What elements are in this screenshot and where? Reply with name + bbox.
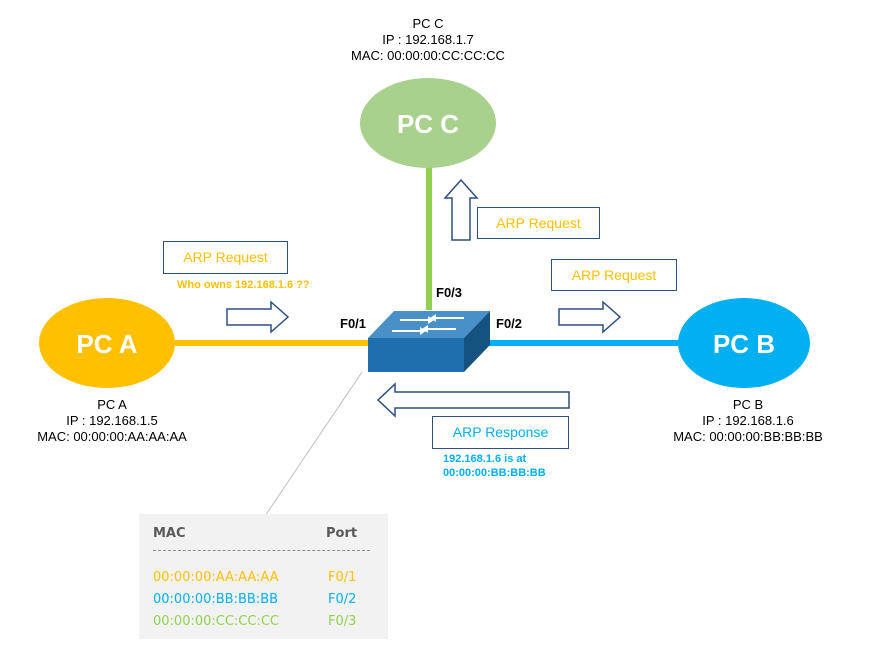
- pc-a-ip: IP : 192.168.1.5: [66, 413, 158, 428]
- pc-b-name: PC B: [732, 397, 764, 412]
- arp-request-box-b: ARP Request: [551, 259, 677, 291]
- port-label-f02: F0/2: [496, 316, 523, 331]
- arp-request-note: Who owns 192.168.1.6 ??: [177, 279, 310, 291]
- mac-table-cell-port: F0/1: [328, 570, 357, 585]
- pc-b-node[interactable]: [678, 298, 810, 388]
- pc-a-name: PC A: [97, 397, 127, 412]
- pc-a-mac: MAC: 00:00:00:AA:AA:AA: [37, 429, 187, 444]
- arp-response-note: 192.168.1.6 is at 00:00:00:BB:BB:BB: [443, 452, 546, 480]
- arp-request-box-a: ARP Request: [163, 241, 288, 274]
- mac-table-header-mac: MAC: [153, 526, 186, 541]
- pc-a-info: PC A IP : 192.168.1.5 MAC: 00:00:00:AA:A…: [12, 397, 212, 445]
- arp-response-note-line2: 00:00:00:BB:BB:BB: [443, 467, 546, 479]
- table-row: 00:00:00:BB:BB:BB F0/2: [139, 592, 388, 612]
- mac-table-cell-mac: 00:00:00:CC:CC:CC: [153, 614, 279, 629]
- table-row: 00:00:00:AA:AA:AA F0/1: [139, 570, 388, 590]
- arrow-request-a: [226, 300, 290, 334]
- mac-table-divider: [153, 550, 370, 551]
- mac-table-cell-mac: 00:00:00:BB:BB:BB: [153, 592, 279, 607]
- pc-b-ip: IP : 192.168.1.6: [702, 413, 794, 428]
- switch-icon[interactable]: [368, 311, 490, 372]
- mac-table-cell-port: F0/2: [328, 592, 357, 607]
- pc-b-node-label: PC B: [713, 329, 775, 359]
- port-label-f03: F0/3: [436, 285, 463, 300]
- pc-c-node[interactable]: [360, 78, 496, 168]
- mac-address-table: MAC Port 00:00:00:AA:AA:AA F0/1 00:00:00…: [139, 514, 388, 639]
- pc-c-info: PC C IP : 192.168.1.7 MAC: 00:00:00:CC:C…: [328, 16, 528, 64]
- mac-table-callout-line: [264, 371, 363, 517]
- pc-c-mac: MAC: 00:00:00:CC:CC:CC: [351, 48, 505, 63]
- pc-c-name: PC C: [412, 16, 444, 31]
- mac-table-cell-port: F0/3: [328, 614, 357, 629]
- pc-b-info: PC B IP : 192.168.1.6 MAC: 00:00:00:BB:B…: [648, 397, 848, 445]
- pc-b-mac: MAC: 00:00:00:BB:BB:BB: [673, 429, 823, 444]
- mac-table-header-port: Port: [326, 526, 358, 541]
- pc-a-node-label: PC A: [76, 329, 137, 359]
- table-row: 00:00:00:CC:CC:CC F0/3: [139, 614, 388, 634]
- mac-table-cell-mac: 00:00:00:AA:AA:AA: [153, 570, 279, 585]
- port-label-f01: F0/1: [340, 316, 367, 331]
- arp-request-box-c: ARP Request: [477, 207, 600, 239]
- arrow-request-b: [558, 300, 622, 334]
- pc-a-node[interactable]: [39, 298, 175, 388]
- pc-c-ip: IP : 192.168.1.7: [382, 32, 474, 47]
- arrow-request-c: [443, 178, 479, 241]
- pc-c-node-label: PC C: [397, 109, 459, 139]
- arrow-response: [376, 382, 570, 418]
- arp-response-box: ARP Response: [432, 416, 569, 449]
- arp-response-note-line1: 192.168.1.6 is at: [443, 453, 527, 465]
